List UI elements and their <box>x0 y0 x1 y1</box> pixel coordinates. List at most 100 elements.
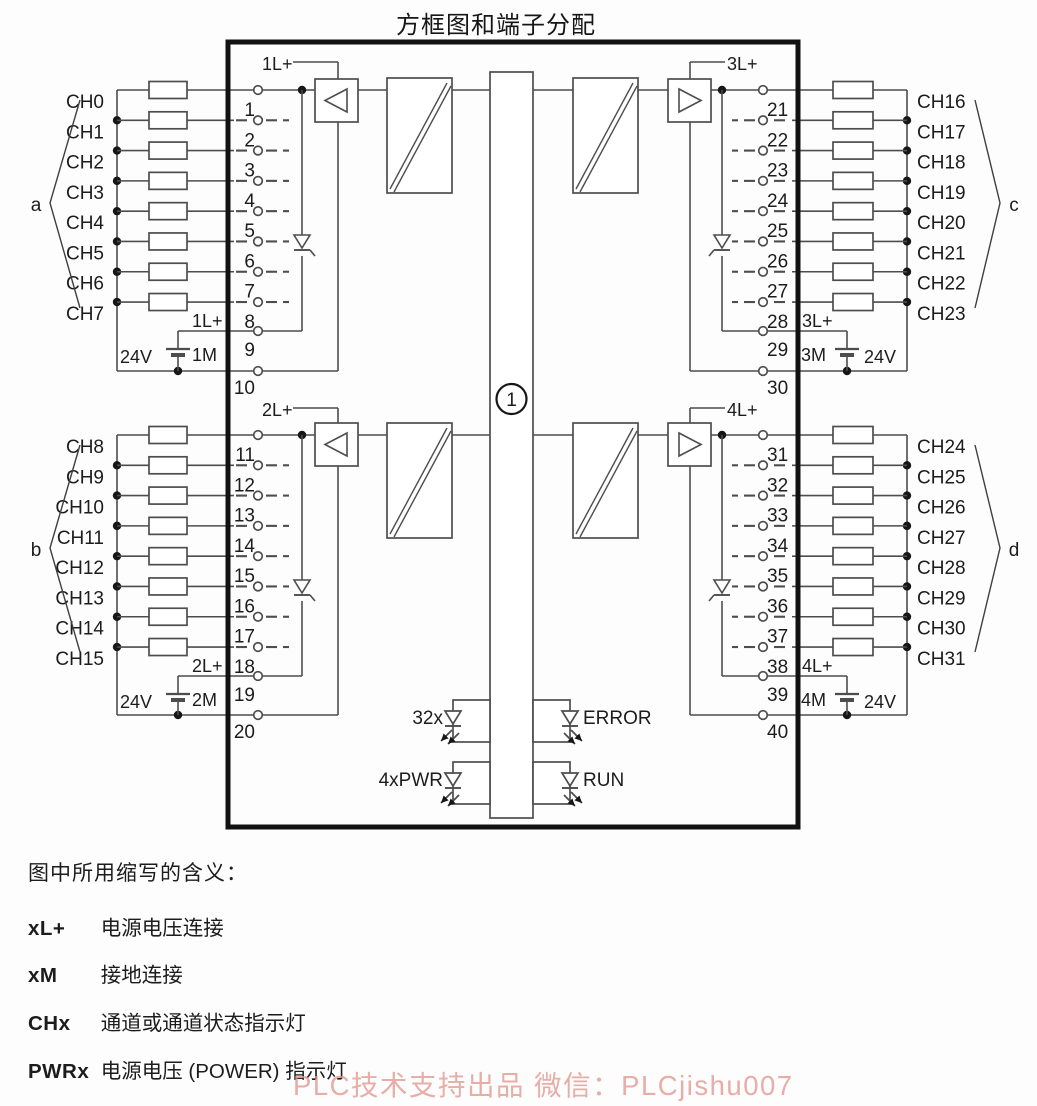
terminal-circle <box>252 670 264 682</box>
terminal-number: 20 <box>234 722 255 743</box>
channel-load-box <box>148 577 188 596</box>
channel-load-box <box>148 516 188 536</box>
terminal-circle <box>757 206 769 217</box>
channel-load-box <box>832 516 874 536</box>
ground-label: 3M <box>801 345 826 365</box>
legend-item: xM 接地连接 <box>28 958 183 988</box>
led-connector-box <box>452 761 491 805</box>
channel-load-box <box>832 262 874 282</box>
channel-label: CH13 <box>55 588 104 609</box>
terminal-circle <box>757 490 769 501</box>
channel-label: CH6 <box>66 274 104 295</box>
terminal-circle <box>252 84 264 96</box>
terminal-number: 32 <box>767 475 788 496</box>
channel-label: CH1 <box>66 122 104 143</box>
terminal-number: 25 <box>767 221 788 242</box>
driver-box <box>667 78 712 123</box>
channel-load-box <box>832 232 874 251</box>
led-connector-box <box>452 699 491 743</box>
terminal-number: 33 <box>767 506 788 527</box>
amp-triangle-icon <box>323 87 348 114</box>
terminal-circle <box>757 236 769 247</box>
channel-load-box <box>832 201 874 221</box>
led-icon <box>560 772 580 788</box>
channel-load-box <box>832 80 874 100</box>
channel-label: CH22 <box>917 274 966 295</box>
supply-label: 4L+ <box>802 656 833 676</box>
channel-label: CH11 <box>57 528 104 549</box>
terminal-circle <box>252 175 264 187</box>
channel-label: CH3 <box>66 183 104 204</box>
terminal-circle <box>757 365 769 377</box>
arrowhead <box>441 795 449 803</box>
group-letter: b <box>31 540 42 561</box>
channel-load-box <box>148 607 188 627</box>
channel-load-box <box>832 110 874 130</box>
terminal-circle <box>757 84 769 96</box>
channel-group-a: 1CH02CH13CH24CH35CH46CH57CH68CH71L+91L+1… <box>31 54 490 399</box>
arrowhead <box>448 736 456 744</box>
channel-label: CH31 <box>917 649 966 670</box>
terminal-circle <box>757 460 769 471</box>
terminal-circle <box>252 611 264 622</box>
terminal-number: 40 <box>767 722 788 743</box>
channel-group-b: 11CH812CH913CH1014CH1115CH1216CH1317CH14… <box>31 400 490 743</box>
group-bracket <box>49 99 81 309</box>
channel-label: CH2 <box>66 153 104 174</box>
terminal-circle <box>757 611 769 622</box>
supply-label: 3L+ <box>727 54 758 74</box>
channel-load-box <box>832 455 874 475</box>
channel-label: CH23 <box>917 304 966 325</box>
terminal-circle <box>252 641 264 653</box>
legend-item: xL+ 电源电压连接 <box>28 911 224 941</box>
terminal-number: 22 <box>767 130 788 151</box>
suppressor-diode-icon <box>712 234 732 250</box>
supply-label: 2L+ <box>192 656 223 676</box>
channel-load-box <box>148 80 188 100</box>
channel-load-box <box>832 607 874 627</box>
group-letter: a <box>31 195 42 216</box>
group-bracket <box>49 444 81 653</box>
terminal-circle <box>757 266 769 277</box>
supply-label: 4L+ <box>727 400 758 420</box>
legend-item: CHx 通道或通道状态指示灯 <box>28 1006 306 1036</box>
terminal-number: 4 <box>244 191 255 212</box>
arrowhead <box>574 733 582 741</box>
led-connector-box <box>532 761 571 805</box>
channel-load-box <box>832 141 874 160</box>
channel-label: CH5 <box>66 243 104 264</box>
backplane-bar: 1 <box>489 71 534 819</box>
driver-box <box>314 78 359 123</box>
channel-load-box <box>148 141 188 160</box>
ground-label: 4M <box>801 690 826 710</box>
legend-item: PWRx 电源电压 (POWER) 指示灯 <box>28 1054 347 1084</box>
terminal-number: 21 <box>767 100 788 121</box>
voltage-label: 24V <box>120 347 152 367</box>
legend-term: PWRx <box>28 1060 90 1083</box>
supply-label: 1L+ <box>192 311 223 331</box>
terminal-number: 19 <box>234 685 255 706</box>
led-label: ERROR <box>583 708 652 729</box>
group-bracket <box>974 444 1001 653</box>
terminal-number: 35 <box>767 566 788 587</box>
arrowhead <box>448 798 456 806</box>
channel-load-box <box>148 232 188 251</box>
terminal-circle <box>757 551 769 562</box>
terminal-circle <box>252 551 264 562</box>
legend-desc: 电源电压连接 <box>100 917 224 940</box>
group-bracket <box>974 99 1001 309</box>
terminal-circle <box>252 236 264 247</box>
terminal-number: 26 <box>767 251 788 272</box>
legend-term: CHx <box>28 1012 71 1035</box>
terminal-number: 7 <box>244 282 255 303</box>
channel-label: CH25 <box>917 467 966 488</box>
channel-label: CH7 <box>66 304 104 325</box>
channel-load-box <box>148 546 188 566</box>
channel-load-box <box>832 546 874 566</box>
terminal-number: 24 <box>767 191 789 212</box>
led-label: 32x <box>412 708 443 729</box>
group-letter: d <box>1009 540 1020 561</box>
channel-load-box <box>148 110 188 130</box>
terminal-circle <box>757 429 769 441</box>
